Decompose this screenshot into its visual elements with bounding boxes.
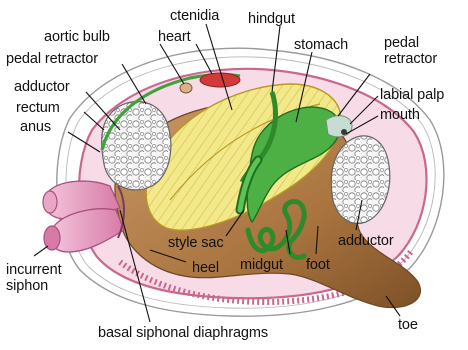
label-heel: heel (192, 261, 219, 276)
leader-aortic-bulb (160, 44, 184, 84)
aortic-bulb (180, 83, 192, 93)
label-pedal-retractor-left: pedal retractor (6, 52, 98, 67)
adductor-left (102, 102, 171, 190)
leader-heart (196, 44, 212, 74)
label-adductor-left: adductor (14, 80, 70, 95)
excurrent-siphon-opening (43, 191, 57, 213)
heart (200, 73, 240, 87)
label-adductor-right: adductor (338, 234, 394, 249)
label-style-sac: style sac (168, 236, 224, 251)
labial-palp (326, 116, 352, 137)
label-anus: anus (20, 120, 51, 135)
label-basal-siphonal-diaphragms: basal siphonal diaphragms (98, 326, 268, 341)
label-mouth: mouth (380, 108, 420, 123)
label-toe: toe (398, 318, 418, 333)
label-hindgut: hindgut (248, 12, 295, 27)
label-stomach: stomach (294, 38, 348, 53)
leader-incurrent-siphon (34, 246, 48, 256)
label-pedal-retractor-right: pedal retractor (384, 35, 464, 67)
label-labial-palp: labial palp (380, 88, 444, 103)
label-midgut: midgut (240, 258, 283, 273)
label-foot: foot (306, 258, 330, 273)
label-ctenidia: ctenidia (170, 9, 219, 24)
incurrent-siphon-opening (44, 226, 60, 250)
label-rectum: rectum (16, 101, 60, 116)
label-heart: heart (158, 30, 191, 45)
label-incurrent-siphon: incurrent siphon (6, 262, 86, 294)
label-aortic-bulb: aortic bulb (44, 30, 110, 45)
